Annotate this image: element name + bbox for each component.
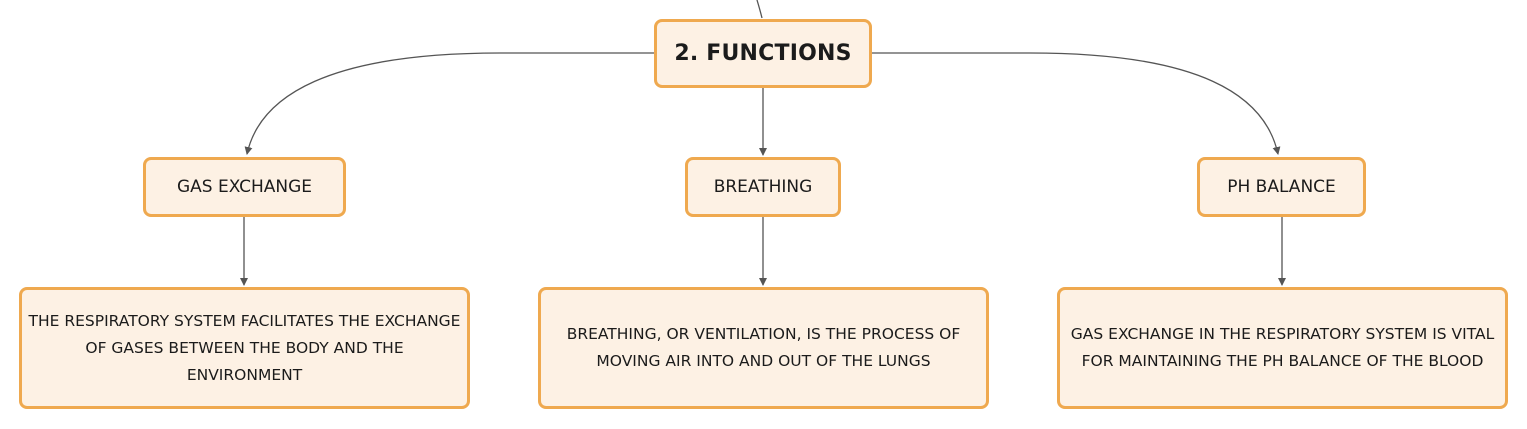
connector-root-to-gas-exchange <box>244 52 654 155</box>
branch-node-ph-balance[interactable]: PH BALANCE <box>1197 157 1366 217</box>
root-node-functions[interactable]: 2. FUNCTIONS <box>654 19 872 88</box>
root-node-label: 2. FUNCTIONS <box>674 41 852 66</box>
detail-node-gas-exchange[interactable]: THE RESPIRATORY SYSTEM FACILITATES THE E… <box>19 287 470 409</box>
incoming-connector <box>756 0 763 19</box>
detail-node-text: GAS EXCHANGE IN THE RESPIRATORY SYSTEM I… <box>1070 325 1495 370</box>
branch-node-gas-exchange[interactable]: GAS EXCHANGE <box>143 157 346 217</box>
branch-node-label: BREATHING <box>713 177 813 197</box>
detail-node-text: THE RESPIRATORY SYSTEM FACILITATES THE E… <box>28 311 461 384</box>
branch-node-breathing[interactable]: BREATHING <box>685 157 841 217</box>
branch-node-label: PH BALANCE <box>1227 177 1336 197</box>
detail-node-text: BREATHING, OR VENTILATION, IS THE PROCES… <box>566 325 961 370</box>
detail-node-breathing[interactable]: BREATHING, OR VENTILATION, IS THE PROCES… <box>538 287 989 409</box>
connector-root-to-ph-balance <box>872 52 1281 155</box>
detail-node-ph-balance[interactable]: GAS EXCHANGE IN THE RESPIRATORY SYSTEM I… <box>1057 287 1508 409</box>
branch-node-label: GAS EXCHANGE <box>176 177 313 197</box>
